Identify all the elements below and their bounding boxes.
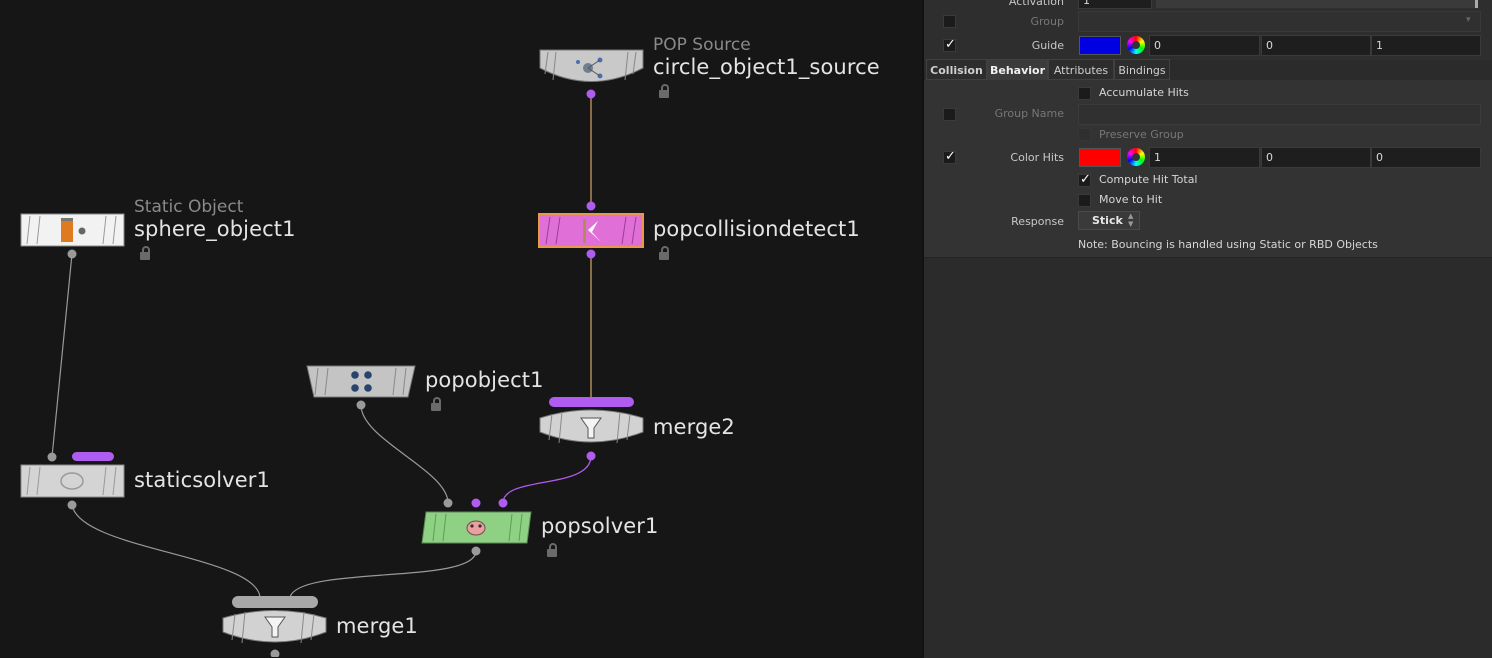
node-name-label[interactable]: popobject1 [425, 368, 544, 392]
lock-icon[interactable] [140, 246, 150, 260]
input-connector[interactable] [586, 201, 596, 211]
node-popsolver1[interactable] [421, 511, 532, 544]
parameter-empty-area [924, 257, 1492, 658]
preserve-group-label: Preserve Group [1099, 128, 1184, 141]
lock-icon[interactable] [547, 543, 557, 557]
compute-hit-total-label: Compute Hit Total [1099, 173, 1198, 186]
move-to-hit-label: Move to Hit [1099, 193, 1163, 206]
compute-hit-total-checkbox[interactable]: ✓ [1078, 172, 1091, 187]
node-wires [20, 49, 644, 658]
node-name-label[interactable]: merge1 [336, 614, 418, 638]
pop-object-icon [351, 371, 372, 392]
wire-staticsolver-merge1 [71, 504, 261, 598]
lock-icon[interactable] [659, 84, 669, 98]
slider-handle[interactable] [1475, 0, 1478, 8]
node-popobject1[interactable] [306, 365, 416, 398]
merge-funnel-icon [580, 417, 602, 439]
input-connector[interactable] [443, 498, 453, 508]
staticsolver-input-bar[interactable] [72, 452, 114, 461]
output-connector[interactable] [270, 649, 280, 658]
network-editor[interactable]: POP Source circle_object1_source popcoll… [0, 0, 922, 657]
group-label: Group [1030, 15, 1065, 28]
move-to-hit-checkbox[interactable] [1078, 194, 1091, 207]
response-menu[interactable]: Stick [1078, 211, 1140, 230]
behavior-note: Note: Bouncing is handled using Static o… [1078, 238, 1378, 251]
node-merge1[interactable] [222, 610, 327, 644]
accumulate-hits-label: Accumulate Hits [1099, 86, 1189, 99]
color-hits-checkbox[interactable]: ✓ [943, 149, 956, 164]
node-name-label[interactable]: staticsolver1 [134, 468, 270, 492]
activation-slider[interactable] [1156, 0, 1476, 8]
group-field[interactable] [1078, 11, 1481, 32]
dropdown-arrow-icon[interactable]: ▾ [1466, 15, 1471, 25]
node-sphere-object1[interactable] [20, 213, 125, 247]
guide-color-swatch[interactable] [1079, 36, 1121, 55]
merge1-input-bar[interactable] [232, 596, 318, 608]
tab-collision[interactable]: Collision [926, 59, 987, 80]
color-hits-b-field[interactable]: 0 [1371, 147, 1481, 168]
node-merge2[interactable] [539, 409, 644, 444]
wire-popobject-popsolver [360, 404, 449, 504]
input-connector[interactable] [498, 498, 508, 508]
node-type-label: Static Object [134, 197, 244, 217]
node-name-label[interactable]: circle_object1_source [653, 55, 880, 79]
response-menu-value: Stick [1092, 214, 1123, 227]
input-connector[interactable] [471, 498, 481, 508]
node-name-label[interactable]: merge2 [653, 415, 735, 439]
activation-field[interactable]: 1 [1078, 0, 1152, 9]
pop-source-icon [576, 57, 603, 79]
color-hits-swatch[interactable] [1079, 148, 1121, 167]
output-connector[interactable] [586, 249, 596, 259]
node-circle-object1-source[interactable] [539, 49, 644, 82]
guide-label: Guide [1031, 39, 1064, 52]
group-name-field[interactable] [1078, 104, 1481, 125]
accumulate-hits-checkbox[interactable] [1078, 87, 1091, 100]
lock-icon[interactable] [659, 246, 669, 260]
color-hits-r-field[interactable]: 1 [1149, 147, 1260, 168]
node-staticsolver1[interactable] [20, 464, 125, 498]
merge-funnel-icon [264, 616, 286, 638]
pop-solver-icon [466, 520, 486, 536]
color-wheel-icon[interactable] [1127, 148, 1145, 166]
output-connector[interactable] [67, 249, 77, 259]
merge2-input-bar[interactable] [549, 397, 634, 407]
output-connector[interactable] [67, 500, 77, 510]
node-name-label[interactable]: popcollisiondetect1 [653, 217, 860, 241]
node-popcollisiondetect1[interactable] [538, 213, 644, 248]
lock-icon[interactable] [431, 397, 441, 411]
group-enable-checkbox[interactable] [943, 15, 956, 28]
node-name-label[interactable]: popsolver1 [541, 514, 659, 538]
spinner-arrows-icon[interactable]: ▲▼ [1128, 212, 1134, 228]
guide-r-field[interactable]: 0 [1149, 35, 1260, 56]
wire-merge2-popsolver [502, 455, 592, 504]
node-type-label: POP Source [653, 35, 751, 55]
static-solver-icon [60, 472, 84, 490]
wire-popsolver-merge1 [289, 550, 477, 598]
activation-label: Activation [1008, 0, 1064, 8]
guide-checkbox[interactable]: ✓ [943, 37, 956, 52]
color-hits-label: Color Hits [1010, 151, 1064, 164]
static-object-icon [61, 218, 86, 242]
wire-sphere-staticsolver [51, 253, 73, 458]
response-label: Response [1011, 215, 1064, 228]
preserve-group-checkbox[interactable] [1078, 128, 1091, 141]
output-connector[interactable] [586, 89, 596, 99]
input-connector[interactable] [47, 452, 57, 462]
group-name-enable-checkbox[interactable] [943, 108, 956, 121]
collision-detect-icon [583, 219, 601, 243]
output-connector[interactable] [471, 546, 481, 556]
node-name-label[interactable]: sphere_object1 [134, 217, 296, 241]
color-wheel-icon[interactable] [1127, 36, 1145, 54]
tab-attributes[interactable]: Attributes [1048, 59, 1114, 80]
tab-bindings[interactable]: Bindings [1114, 59, 1170, 80]
group-name-label: Group Name [994, 107, 1064, 120]
color-hits-g-field[interactable]: 0 [1261, 147, 1371, 168]
tab-behavior[interactable]: Behavior [987, 59, 1048, 80]
guide-b-field[interactable]: 1 [1371, 35, 1481, 56]
output-connector[interactable] [356, 400, 366, 410]
guide-g-field[interactable]: 0 [1261, 35, 1371, 56]
output-connector[interactable] [586, 451, 596, 461]
parameter-pane: Activation 1 Group ▾ ✓ Guide 0 0 1 Colli… [922, 0, 1492, 658]
